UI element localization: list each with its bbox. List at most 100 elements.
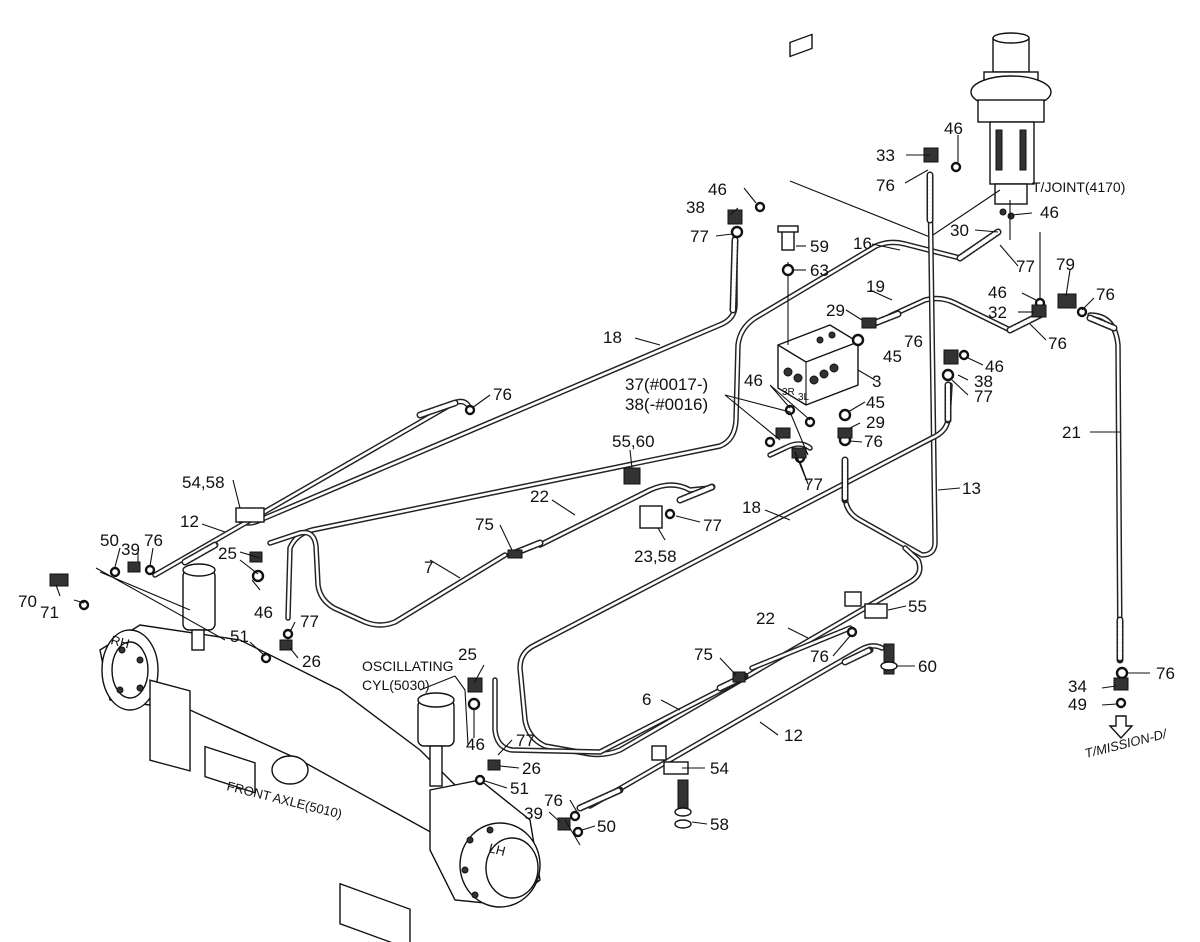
label-38a: 38 (974, 372, 993, 391)
label-77e: 77 (690, 227, 709, 246)
label-55: 55 (908, 597, 927, 616)
label-16: 16 (853, 234, 872, 253)
label-60: 60 (918, 657, 937, 676)
label-77c: 77 (804, 475, 823, 494)
label-49: 49 (1068, 695, 1087, 714)
label-77d: 77 (974, 387, 993, 406)
label-76f: 76 (1096, 285, 1115, 304)
pipe-16 (285, 239, 963, 621)
label-3: 3 (872, 372, 881, 391)
pipe-22-upper (537, 482, 713, 548)
label-76a: 76 (493, 385, 512, 404)
label-29a: 29 (826, 301, 845, 320)
label-13: 13 (962, 479, 981, 498)
label-46c: 46 (985, 357, 1004, 376)
label-55-60: 55,60 (612, 432, 655, 451)
label-21: 21 (1062, 423, 1081, 442)
label-6: 6 (642, 690, 651, 709)
turning-joint (970, 32, 1052, 220)
label-79: 79 (1056, 255, 1075, 274)
label-77f: 77 (1016, 257, 1035, 276)
label-76c: 76 (904, 332, 923, 351)
label-45b: 45 (866, 393, 885, 412)
label-25a: 25 (218, 544, 237, 563)
label-59: 59 (810, 237, 829, 256)
label-58: 58 (710, 815, 729, 834)
label-39a: 39 (121, 540, 140, 559)
pipe-22-lower (749, 625, 853, 671)
label-29b: 29 (866, 413, 885, 432)
label-50a: 50 (100, 531, 119, 550)
label-46b: 46 (744, 371, 763, 390)
label-46g: 46 (988, 283, 1007, 302)
label-26a: 26 (302, 652, 321, 671)
label-76g: 76 (1048, 334, 1067, 353)
label-51b: 51 (510, 779, 529, 798)
label-38b: 38 (686, 198, 705, 217)
label-12b: 12 (784, 726, 803, 745)
label-77b: 77 (703, 516, 722, 535)
label-22a: 22 (530, 487, 549, 506)
label-50b: 50 (597, 817, 616, 836)
tjoint-note: T/JOINT(4170) (1032, 179, 1125, 195)
label-26b: 26 (522, 759, 541, 778)
label-19: 19 (866, 277, 885, 296)
oscillating-cylinder-lh (417, 692, 455, 787)
pipe-19 (887, 295, 1013, 333)
oscillating-cyl-note-line1: OSCILLATING (362, 658, 454, 674)
pipe-21 (1087, 312, 1123, 663)
label-75a: 75 (475, 515, 494, 534)
label-25b: 25 (458, 645, 477, 664)
oscillating-cylinder-rh (182, 563, 216, 651)
front-axle-note: FRONT AXLE(5010) (225, 778, 343, 821)
label-33: 33 (876, 146, 895, 165)
label-51a: 51 (230, 627, 249, 646)
label-76h: 76 (1156, 664, 1175, 683)
label-77a: 77 (300, 612, 319, 631)
label-76d: 76 (864, 432, 883, 451)
part-labels: 18 76 54,58 12 50 39 76 25 46 7 70 71 51… (18, 119, 1175, 836)
transmission-arrow (1108, 715, 1134, 740)
label-22b: 22 (756, 609, 775, 628)
label-46e: 46 (708, 180, 727, 199)
label-23-58: 23,58 (634, 547, 677, 566)
label-54: 54 (710, 759, 729, 778)
pipe-12-lower (587, 643, 885, 809)
label-46f: 46 (1040, 203, 1059, 222)
label-12a: 12 (180, 512, 199, 531)
label-18b: 18 (742, 498, 761, 517)
label-37-38a: 37(#0017-) (625, 375, 708, 394)
label-76i: 76 (810, 647, 829, 666)
rh-marker: RH (109, 632, 131, 651)
label-54-58a: 54,58 (182, 473, 225, 492)
fittings (49, 147, 1129, 838)
svg-text:3L: 3L (798, 392, 810, 403)
label-46h: 46 (466, 735, 485, 754)
pipe-6 (492, 677, 743, 755)
label-70: 70 (18, 592, 37, 611)
pipe-7 (267, 529, 508, 628)
label-76b: 76 (144, 531, 163, 550)
oscillating-cyl-note-line2: CYL(5030) (362, 677, 430, 693)
svg-text:3R: 3R (782, 387, 795, 398)
label-30: 30 (950, 221, 969, 240)
label-39b: 39 (524, 804, 543, 823)
label-76j: 76 (544, 791, 563, 810)
label-75b: 75 (694, 645, 713, 664)
pipe-17 (767, 441, 813, 458)
label-37-38b: 38(-#0016) (625, 395, 708, 414)
label-76e: 76 (876, 176, 895, 195)
label-34: 34 (1068, 677, 1087, 696)
label-63: 63 (810, 261, 829, 280)
label-71: 71 (40, 603, 59, 622)
label-77g: 77 (516, 731, 535, 750)
label-46a: 46 (254, 603, 273, 622)
label-18a: 18 (603, 328, 622, 347)
label-32: 32 (988, 303, 1007, 322)
leader-lines (55, 135, 1150, 846)
front-axle (99, 624, 541, 942)
lh-marker: LH (487, 840, 507, 859)
pipe-18-lower (517, 382, 953, 758)
label-46d: 46 (944, 119, 963, 138)
